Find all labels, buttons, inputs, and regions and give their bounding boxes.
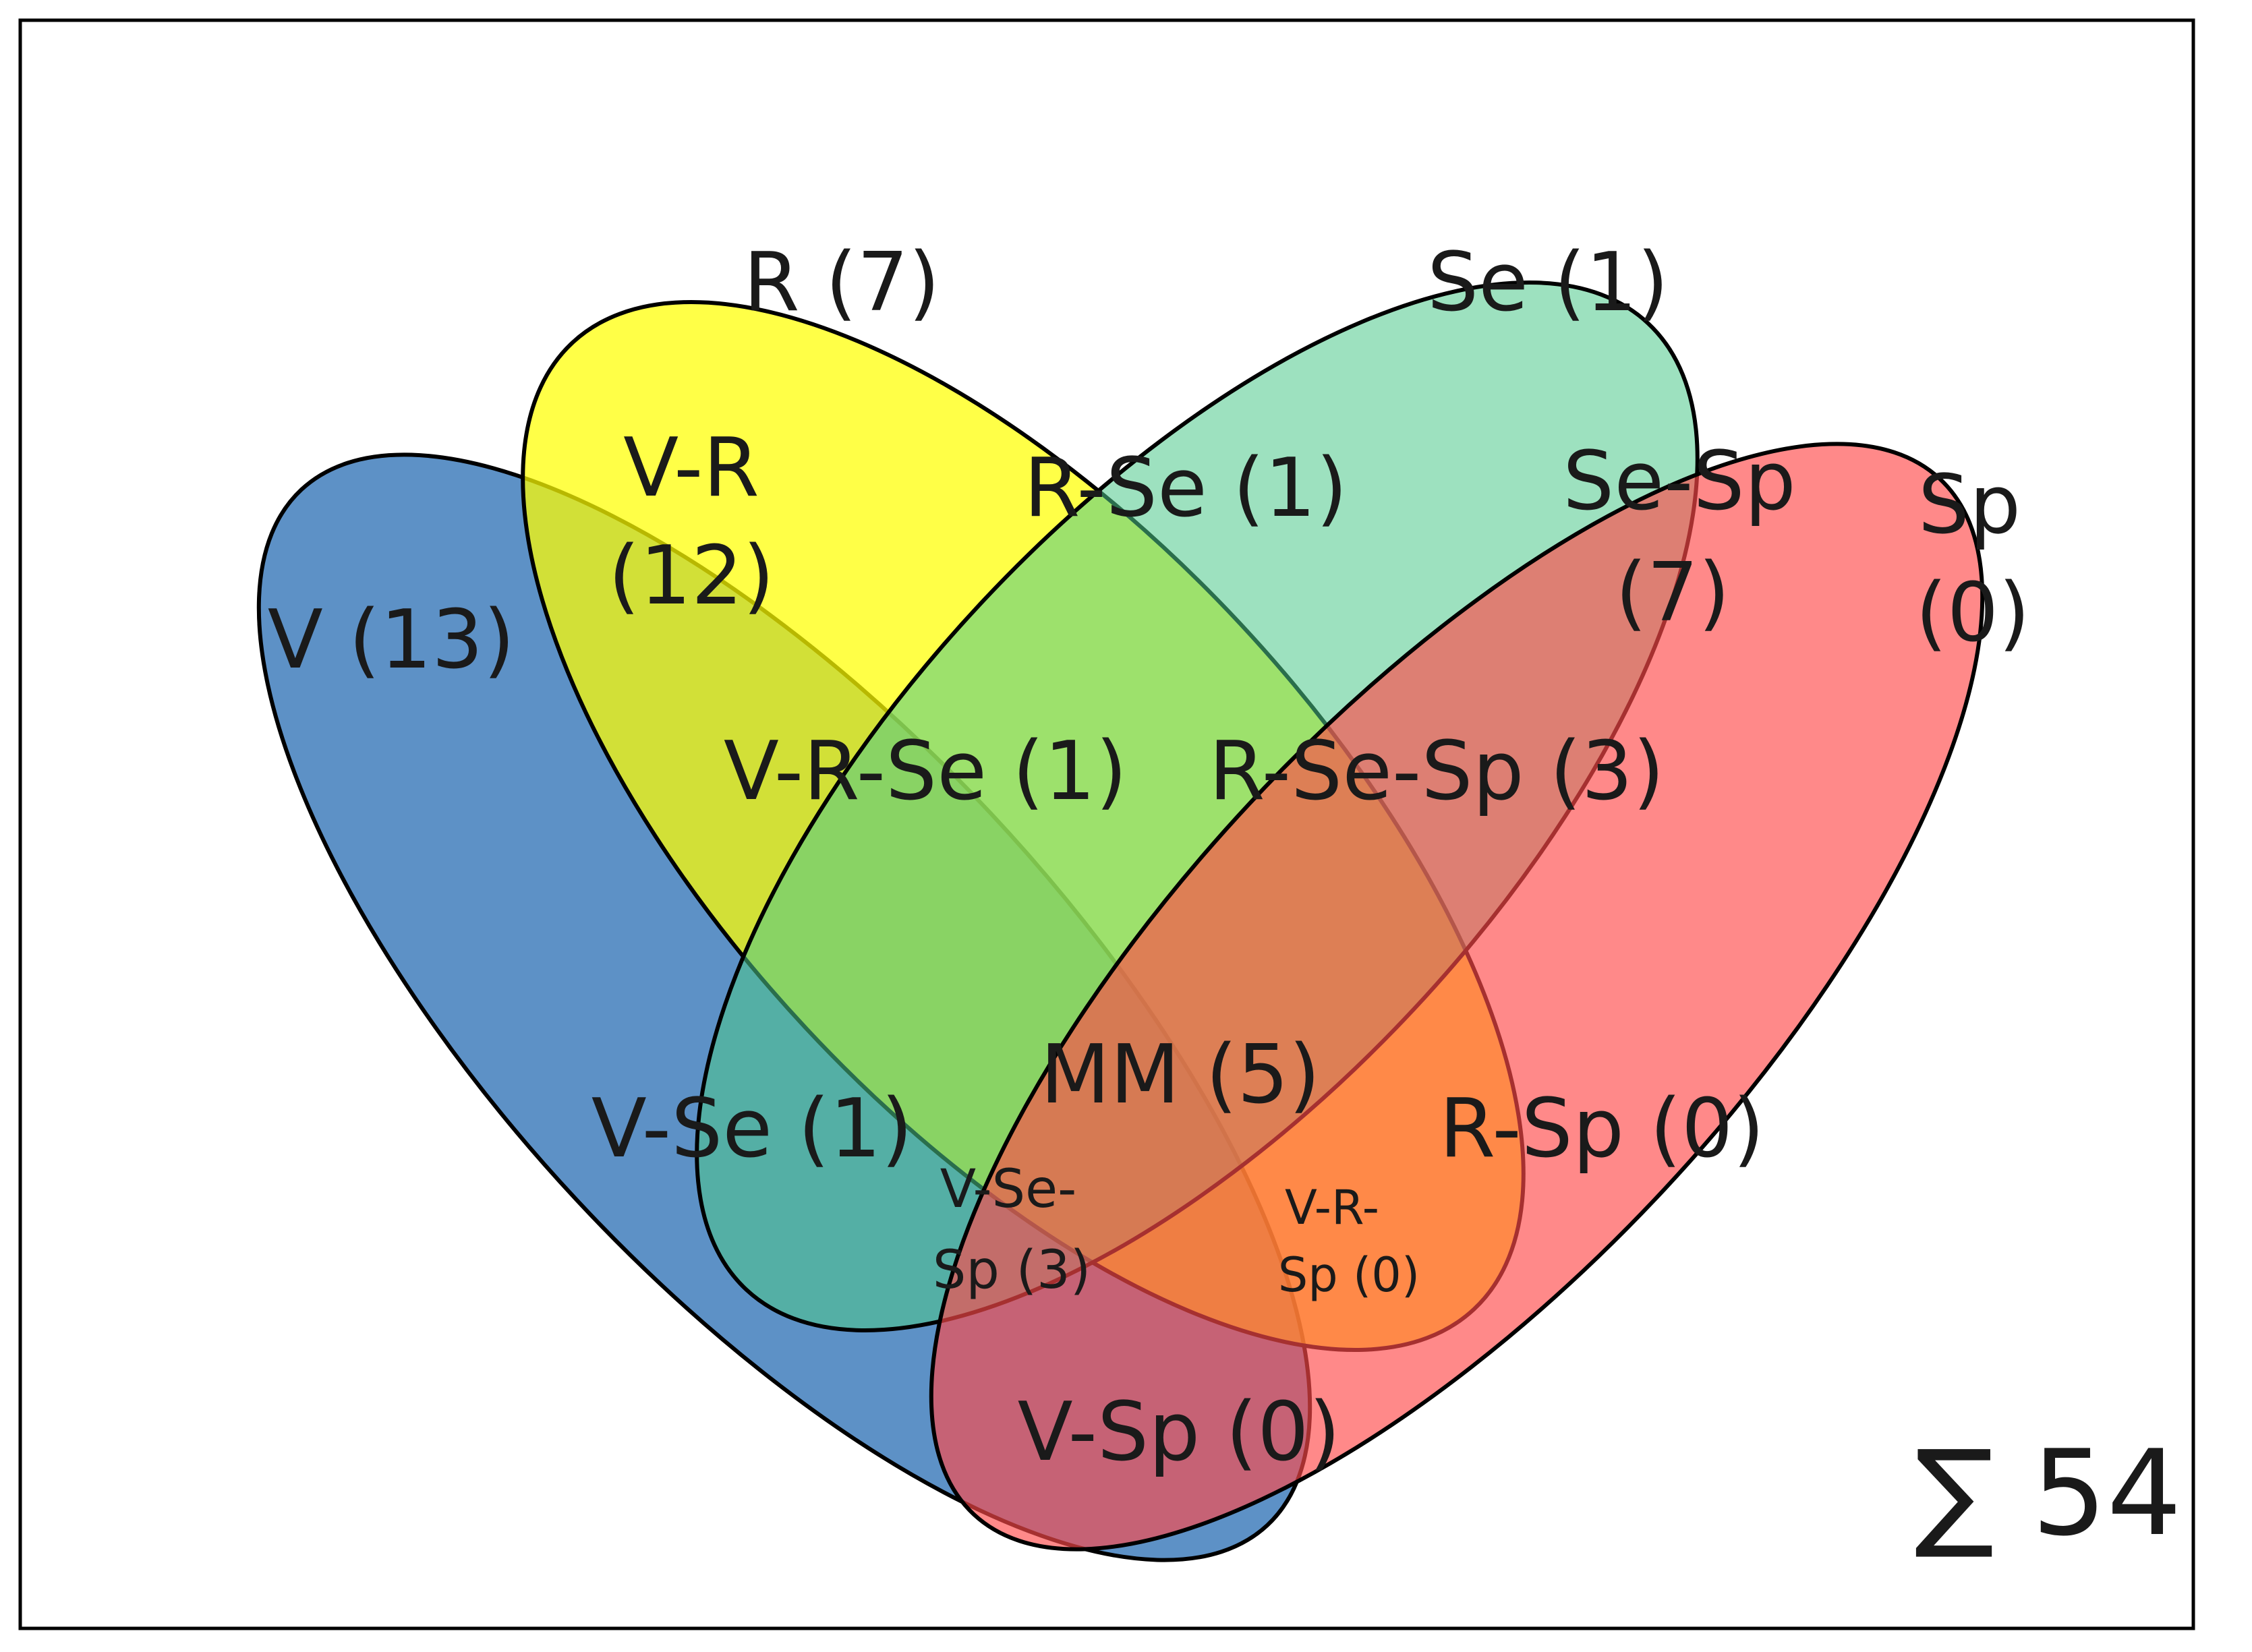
region-label-v-sp: V-Sp (0) (1018, 1386, 1341, 1479)
region-label-r-sp: R-Sp (0) (1439, 1082, 1764, 1176)
region-label-r-se: R-Se (1) (1024, 442, 1348, 535)
region-label-v-r-name: V-R (623, 421, 759, 515)
region-label-se-sp-name: Se-Sp (1563, 435, 1796, 529)
region-label-v-se-sp-name: V-Se- (940, 1159, 1077, 1220)
total-label: ∑ 54 (1915, 1425, 2182, 1562)
region-label-se: Se (1) (1427, 236, 1669, 330)
region-label-v: V (13) (268, 593, 515, 687)
region-label-r: R (7) (743, 236, 940, 330)
region-label-sp-count: (0) (1915, 566, 2030, 660)
region-label-v-se: V-Se (1) (591, 1082, 913, 1176)
region-label-v-r-sp-name: V-R- (1285, 1180, 1379, 1235)
region-label-v-r-sp-count: Sp (0) (1278, 1247, 1420, 1303)
region-labels: V (13) R (7) Se (1) Sp (0) V-R (12) R-Se… (268, 236, 2030, 1479)
region-label-se-sp-count: (7) (1615, 546, 1730, 640)
region-label-v-se-sp-count: Sp (3) (933, 1240, 1091, 1301)
region-label-sp-name: Sp (1918, 459, 2021, 552)
region-label-r-se-sp: R-Se-Sp (3) (1209, 725, 1665, 819)
set-ellipses (256, 280, 1985, 1562)
set-sp-ellipse (929, 442, 1985, 1552)
region-label-v-r-count: (12) (608, 529, 774, 623)
region-label-v-r-se: V-R-Se (1) (724, 725, 1127, 819)
region-label-mm: MM (5) (1040, 1028, 1320, 1122)
